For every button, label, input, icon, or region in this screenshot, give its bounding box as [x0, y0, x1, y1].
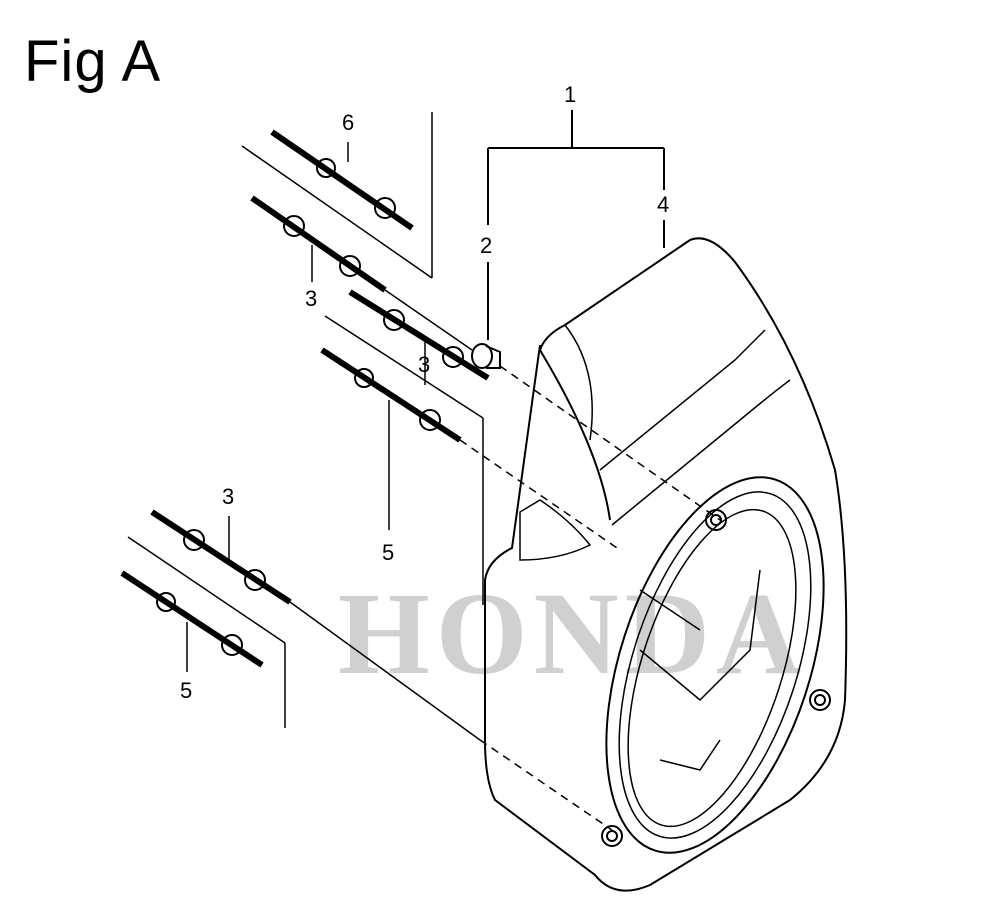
callout-6: 6 [342, 110, 355, 135]
callout-5: 5 [180, 678, 193, 703]
callout-1: 1 [564, 82, 577, 107]
callout-3: 3 [305, 286, 318, 311]
callout-1-bracket [487, 110, 665, 340]
fan-shroud [484, 237, 848, 892]
callout-3: 3 [222, 484, 235, 509]
callout-3: 3 [418, 352, 431, 377]
leader-lines [127, 112, 721, 831]
honda-watermark: HONDA [338, 568, 808, 699]
collar-part-2 [471, 343, 501, 369]
stud-bolts [120, 129, 490, 668]
callout-4: 4 [657, 192, 670, 217]
callout-2: 2 [480, 233, 493, 258]
figure-title: Fig A [24, 29, 162, 94]
callout-5: 5 [382, 540, 395, 565]
